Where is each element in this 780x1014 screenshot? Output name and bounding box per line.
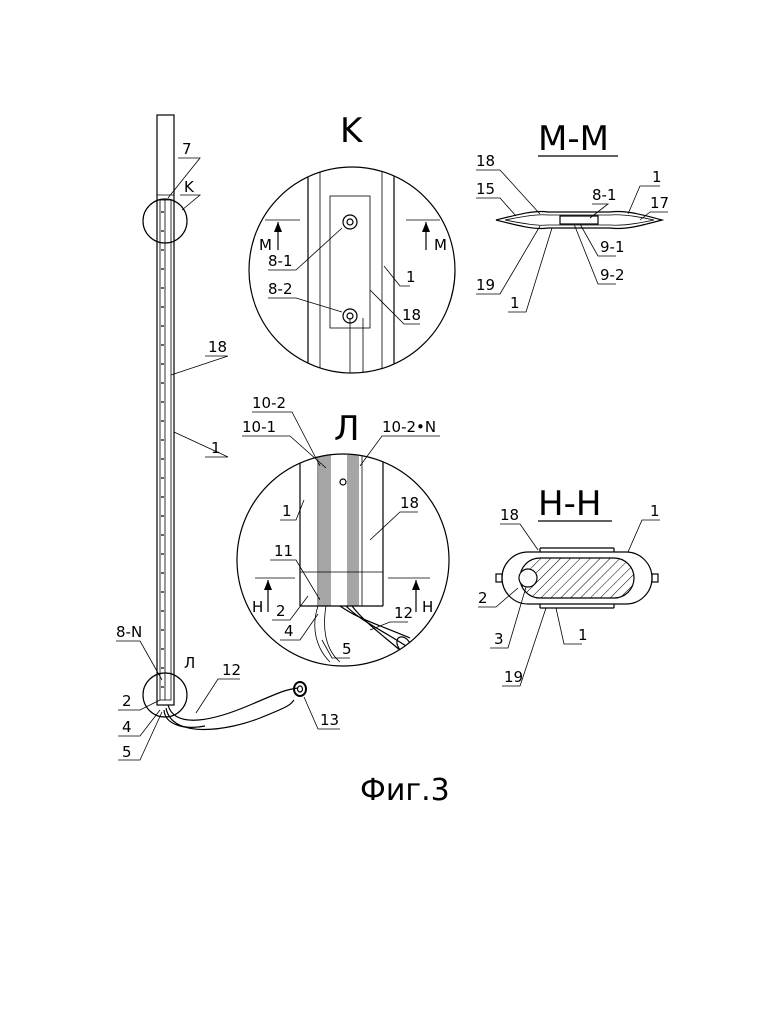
label-hh-2: 2	[478, 589, 488, 607]
label-l-12: 12	[394, 604, 413, 622]
leader-hh-1a	[628, 520, 660, 552]
wire-bundle-10-2	[348, 455, 358, 606]
label-k-1: 1	[406, 268, 416, 286]
led-8-n	[340, 479, 346, 485]
label-l-11: 11	[274, 542, 293, 560]
label-k-8-1: 8-1	[268, 252, 293, 270]
label-mm-19: 19	[476, 276, 495, 294]
label-l-5: 5	[342, 640, 352, 658]
hh-flange-left	[496, 574, 502, 582]
connector-13	[294, 682, 306, 696]
led-ticks	[161, 212, 164, 687]
leader-8n	[116, 641, 162, 680]
label-l-h-right: H	[422, 598, 433, 616]
label-l-h-left: H	[252, 598, 263, 616]
label-k-small: K	[184, 178, 195, 196]
view-l-title: Л	[334, 409, 360, 449]
label-mm-1b: 1	[510, 294, 520, 312]
label-hh-1a: 1	[650, 502, 660, 520]
leader-mm-17	[640, 212, 668, 220]
label-13: 13	[320, 711, 339, 729]
label-mm-9-1: 9-1	[600, 238, 625, 256]
view-k: K M M 8-1 8-2 1 18	[249, 111, 455, 380]
label-mm-15: 15	[476, 180, 495, 198]
mm-outer-profile	[496, 211, 662, 228]
label-7: 7	[182, 140, 192, 158]
label-mm-17: 17	[650, 194, 669, 212]
label-hh-1b: 1	[578, 626, 588, 644]
label-l-4: 4	[284, 622, 294, 640]
label-k-m-right: M	[434, 236, 447, 254]
label-mm-1a: 1	[652, 168, 662, 186]
led-8-1	[343, 215, 357, 229]
label-1: 1	[211, 439, 221, 457]
leader-l-11	[270, 560, 320, 600]
label-hh-3: 3	[494, 630, 504, 648]
label-mm-8-1: 8-1	[592, 186, 617, 204]
leader-l-18	[370, 512, 418, 540]
leader-12	[196, 679, 240, 713]
label-5: 5	[122, 743, 132, 761]
label-k-8-2: 8-2	[268, 280, 293, 298]
hh-flange-right	[652, 574, 658, 582]
main-view: 7 K 18 1 8-N Л 2 4 5 12 13	[116, 115, 340, 761]
hh-wire-3	[519, 569, 537, 587]
leader-mm-8-1	[590, 204, 608, 218]
mm-board	[560, 216, 598, 224]
label-mm-18: 18	[476, 152, 495, 170]
view-k-title: K	[340, 111, 364, 151]
label-2: 2	[122, 692, 132, 710]
figure-caption: Фиг.3	[360, 773, 450, 808]
leader-l-10-1	[242, 436, 326, 468]
label-l-10-2n: 10-2•N	[382, 418, 436, 436]
leader-18	[171, 356, 228, 375]
label-hh-19: 19	[504, 668, 523, 686]
label-4: 4	[122, 718, 132, 736]
leader-mm-15	[476, 198, 516, 216]
label-l-18: 18	[400, 494, 419, 512]
label-l-1: 1	[282, 502, 292, 520]
section-mm: M-M 18 15 8-1 1 17 19 1 9-1 9-2	[476, 119, 669, 312]
label-18: 18	[208, 338, 227, 356]
label-l-2: 2	[276, 602, 286, 620]
leader-hh-18	[500, 524, 538, 550]
cable-12-a	[168, 688, 298, 720]
led-board	[330, 196, 370, 328]
section-hh: H-H 18 1 2 3 1 19	[478, 484, 660, 686]
view-l: Л	[237, 394, 449, 666]
strip-inner	[160, 200, 171, 700]
label-l-10-2: 10-2	[252, 394, 286, 412]
leader-k-8-2	[268, 298, 342, 312]
strip-outer	[157, 115, 174, 705]
label-l-small: Л	[184, 654, 195, 672]
label-hh-18: 18	[500, 506, 519, 524]
section-mm-title: M-M	[538, 119, 609, 159]
section-hh-title: H-H	[538, 484, 601, 524]
leader-l-10-2n	[360, 436, 440, 466]
label-mm-9-2: 9-2	[600, 266, 625, 284]
view-l-circle	[237, 454, 449, 666]
label-l-10-1: 10-1	[242, 418, 276, 436]
label-8n: 8-N	[116, 623, 142, 641]
wire-bundle-10-1	[320, 455, 330, 606]
label-k-18: 18	[402, 306, 421, 324]
label-12: 12	[222, 661, 241, 679]
